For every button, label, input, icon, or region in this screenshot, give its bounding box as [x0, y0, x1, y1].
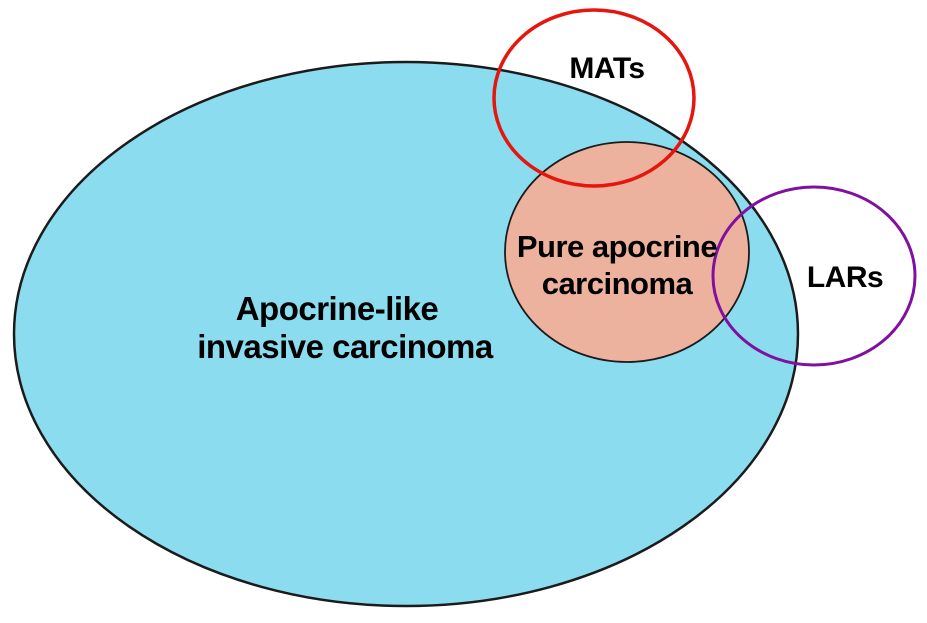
pure-apocrine-label-line2: carcinoma [542, 266, 694, 301]
lars-circle [711, 185, 917, 367]
mats-label: MATs [569, 52, 644, 85]
pure-apocrine-circle [504, 141, 750, 363]
pure-apocrine-label-line1: Pure apocrine [517, 229, 717, 264]
apocrine-like-label-line1: Apocrine-like [236, 290, 439, 327]
mats-circle [492, 8, 696, 188]
lars-label: LARs [807, 261, 883, 294]
apocrine-like-label-line2: invasive carcinoma [197, 328, 494, 365]
